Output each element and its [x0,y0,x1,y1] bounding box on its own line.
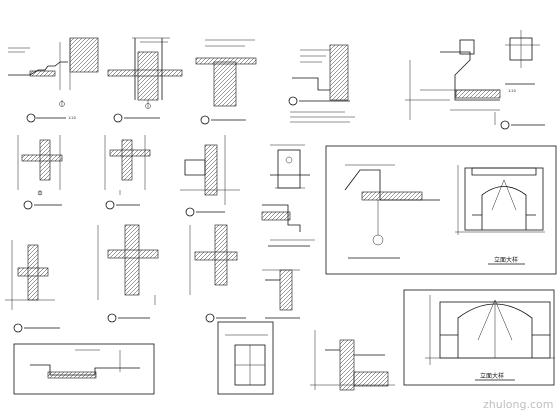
detail-3 [195,39,257,125]
detail-5 [405,39,545,130]
detail-17 [13,343,155,395]
detail-10 [270,144,310,189]
detail-19 [310,330,395,391]
svg-text:1:20: 1:20 [508,89,516,93]
detail-12 [344,164,440,259]
detail-13 [5,240,60,333]
detail-frame: 立面大样 [325,145,557,275]
detail-14 [97,224,159,323]
elevation-upper: 立面大样 [455,165,545,265]
detail-2 [107,37,183,123]
elevation-lower: 立面大样 [403,289,555,386]
detail-16 [262,269,300,319]
elevation-upper-label: 立面大样 [494,256,518,264]
detail-7 [17,135,63,210]
detail-1: 1:20 [8,37,99,123]
svg-text:1:20: 1:20 [68,116,76,120]
watermark: zhulong.com [483,398,553,411]
detail-15 [189,224,246,323]
elevation-lower-label: 立面大样 [480,372,504,380]
detail-4 [288,44,355,123]
detail-18 [217,321,274,395]
detail-11 [261,204,315,247]
detail-6: 1:20 [505,30,540,93]
detail-9 [180,135,240,217]
detail-8 [104,135,151,210]
